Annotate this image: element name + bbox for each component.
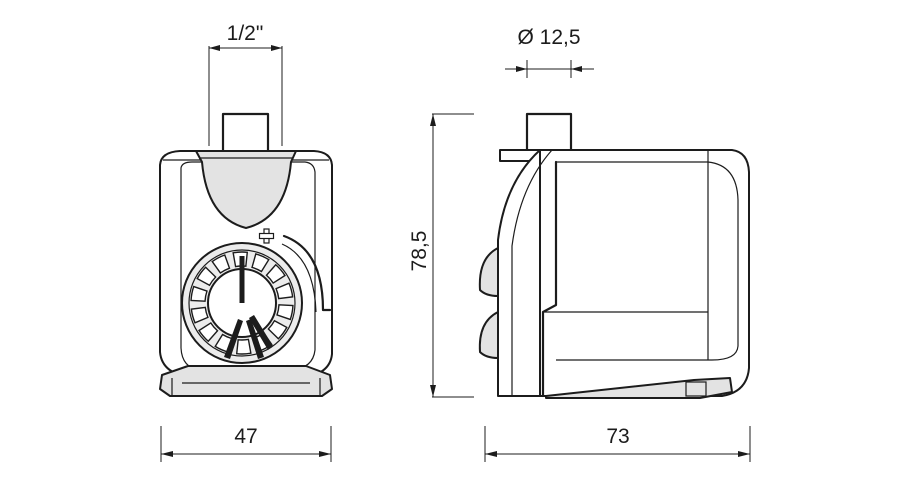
dial-slot [276, 304, 294, 321]
dial-slot [196, 266, 217, 287]
front-outlet-nozzle [221, 112, 270, 156]
dial-indicator [239, 256, 245, 303]
flow-adjust-arc [282, 234, 332, 312]
pump-side-view [478, 112, 750, 399]
dial-slot [275, 282, 294, 300]
dim-side-depth [484, 426, 751, 462]
dim-front-outlet [208, 45, 283, 146]
side-intake-lower [478, 311, 499, 359]
label-front-width: 47 [234, 425, 257, 448]
dim-front-width [160, 426, 332, 462]
dial-slot [267, 319, 288, 340]
intake-dial [181, 242, 303, 364]
side-front-face [497, 149, 541, 397]
pump-front-view [159, 112, 333, 397]
front-outlet-collar [195, 150, 297, 229]
dial-slot [211, 254, 231, 274]
label-side-outlet: Ø 12,5 [517, 26, 580, 49]
side-intake-upper [478, 247, 499, 297]
dim-side-outlet [505, 60, 594, 78]
front-base [159, 365, 333, 397]
dial-slot [265, 263, 286, 285]
label-side-depth: 73 [606, 425, 629, 448]
side-outlet-nozzle [525, 112, 573, 156]
dial-slot [190, 306, 209, 324]
plus-icon [258, 228, 275, 244]
label-front-outlet: 1/2" [227, 22, 264, 45]
dial-slot [198, 321, 219, 343]
label-height: 78,5 [408, 231, 431, 272]
dial-slot [251, 253, 270, 273]
dim-height [430, 113, 474, 398]
side-body [535, 149, 750, 397]
dial-slot [190, 285, 208, 302]
dial-slot [235, 338, 252, 355]
